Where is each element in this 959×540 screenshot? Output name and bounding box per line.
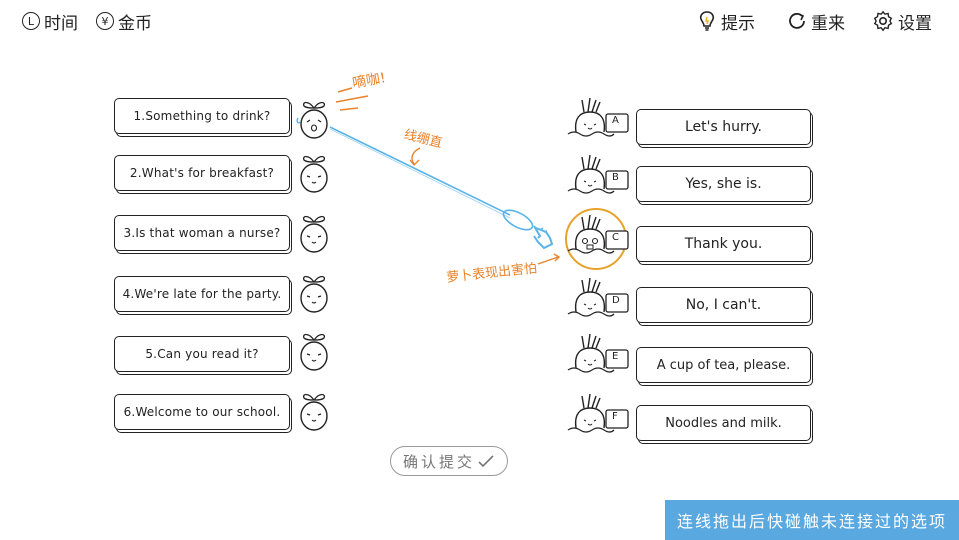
answer-letter: A [612,115,619,126]
clock-icon: L [22,12,40,30]
drag-line [329,126,511,216]
question-card-3[interactable]: 3.Is that woman a nurse? [114,215,290,251]
pencil-check-icon [478,455,494,468]
coins: ¥ 金币 [96,10,152,34]
coin-icon: ¥ [96,12,114,30]
coins-label: 金币 [118,13,152,34]
instruction-banner: 连线拖出后快碰触未连接过的选项 [665,500,959,540]
note-arrow-head [409,159,420,167]
radish-note-arrow-head [553,253,561,262]
reset-label: 重来 [811,13,845,34]
instruction-text: 连线拖出后快碰触未连接过的选项 [676,512,947,531]
answer-text: Noodles and milk. [665,415,782,431]
radish-note-arrow [537,256,559,265]
radish-icon [567,277,629,317]
radish-character-f: F [566,393,632,442]
question-text: 5.Can you read it? [145,347,259,361]
question-card-5[interactable]: 5.Can you read it? [114,336,290,372]
gear-icon [873,10,893,32]
answer-card-b[interactable]: Yes, she is. [636,166,811,202]
answer-text: Let's hurry. [685,119,762,135]
question-text: 1.Something to drink? [133,109,271,123]
answer-text: No, I can't. [685,297,762,313]
settings-button[interactable]: 设置 [872,10,932,34]
radish-character-c-scared: C [566,214,632,263]
hand-cursor-icon [533,225,554,250]
radish-character-b: B [566,154,632,203]
answer-card-f[interactable]: Noodles and milk. [636,405,811,441]
submit-button[interactable]: 确认提交 [390,446,508,476]
sprout-character-icon [300,155,328,193]
question-card-1[interactable]: 1.Something to drink? [114,98,290,134]
answer-card-d[interactable]: No, I can't. [636,287,811,323]
lightbulb-icon [699,11,715,31]
question-card-6[interactable]: 6.Welcome to our school. [114,394,290,430]
drag-line-shadow [329,128,511,219]
answer-letter: E [612,351,619,362]
radish-scared-icon [567,214,629,254]
question-text: 2.What's for breakfast? [129,166,275,180]
radish-character-a: A [566,97,632,146]
answer-letter: B [612,172,619,183]
submit-label: 确认提交 [402,452,475,471]
hint-button[interactable]: 提示 [697,10,755,34]
radish-character-e: E [566,333,632,382]
sprout-character-icon [300,275,328,313]
drag-line-end[interactable] [501,206,536,233]
radish-icon [567,333,629,373]
answer-card-e[interactable]: A cup of tea, please. [636,347,811,383]
answer-text: Thank you. [684,236,763,252]
answer-card-a[interactable]: Let's hurry. [636,109,811,145]
radish-icon [567,393,629,433]
radish-character-d: D [566,277,632,326]
question-card-4[interactable]: 4.We're late for the party. [114,276,290,312]
answer-letter: F [612,411,618,422]
sprout-character-icon [300,393,328,431]
note-arrow [411,147,421,165]
answer-letter: D [612,295,620,306]
refresh-icon [789,13,805,29]
question-text: 6.Welcome to our school. [123,405,281,419]
reset-button[interactable]: 重来 [787,10,845,34]
answer-letter: C [612,232,619,243]
question-text: 4.We're late for the party. [122,287,282,301]
question-text: 3.Is that woman a nurse? [123,226,281,240]
hint-label: 提示 [721,13,755,34]
answer-text: Yes, she is. [685,176,762,192]
sprout-character-scared-icon [296,101,328,139]
timer-label: 时间 [44,13,78,34]
timer: L 时间 [22,10,78,34]
answer-text: A cup of tea, please. [656,357,791,373]
exclaim-strokes [335,87,369,111]
sprout-character-icon [300,215,328,253]
sprout-character-icon [300,333,328,371]
radish-icon [567,154,629,194]
radish-icon [567,97,629,137]
settings-label: 设置 [898,13,932,34]
answer-card-c[interactable]: Thank you. [636,226,811,262]
question-card-2[interactable]: 2.What's for breakfast? [114,155,290,191]
